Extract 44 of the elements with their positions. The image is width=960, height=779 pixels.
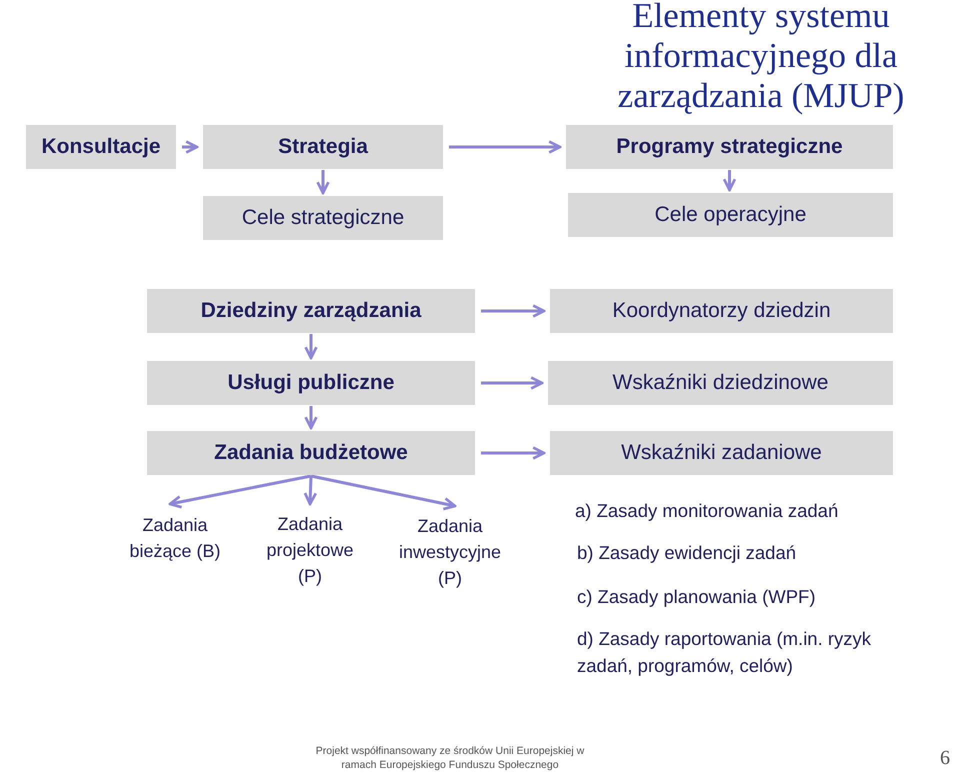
process-box	[568, 193, 893, 237]
title: Elementy systemu informacyjnego dla zarządzania (MJUP)	[616, 0, 906, 116]
page-number: 6	[940, 746, 951, 771]
node-label: Koordynatorzy dziedzin	[612, 299, 831, 323]
node-label: Usługi publiczne	[228, 371, 394, 395]
node-label: Dziedziny zarządzania	[200, 299, 422, 323]
arrow	[481, 446, 546, 460]
process-box	[147, 361, 475, 405]
process-box	[147, 431, 475, 475]
node-label: Zadania budżetowe	[214, 441, 408, 465]
node-label: Zadania inwestycyjne (P)	[398, 514, 502, 590]
process-box	[550, 289, 893, 333]
process-box	[203, 125, 443, 169]
process-box	[566, 125, 893, 169]
node-label: Cele operacyjne	[654, 203, 806, 227]
node-label: Programy strategiczne	[616, 135, 843, 159]
rule-text: b) Zasady ewidencji zadań	[577, 541, 798, 565]
arrow	[310, 474, 456, 510]
node-label: Wskaźniki zadaniowe	[621, 441, 822, 465]
footer-note: Projekt współfinansowany ze środków Unii Europejskiej w ramach Europejskiego Funduszu Społecznego	[314, 744, 586, 772]
rule-text: c) Zasady planowania (WPF)	[577, 585, 817, 609]
node-label: Konsultacje	[41, 135, 161, 159]
arrow	[304, 476, 318, 506]
arrow	[304, 406, 318, 430]
process-box	[147, 289, 475, 333]
rule-text: d) Zasady raportowania (m.in. ryzyk zadań, programów, celów)	[577, 627, 872, 678]
arrow	[304, 334, 318, 360]
process-box	[26, 125, 176, 169]
arrow	[449, 140, 562, 154]
node-label: Wskaźniki dziedzinowe	[612, 371, 828, 395]
arrow	[316, 170, 330, 194]
arrow	[481, 376, 544, 390]
node-label: Zadania bieżące (B)	[128, 514, 222, 563]
arrow	[182, 140, 198, 154]
node-label: Zadania projektowe (P)	[265, 512, 355, 588]
node-label: Strategia	[278, 135, 368, 159]
node-label: Cele strategiczne	[242, 206, 404, 230]
rule-text: a) Zasady monitorowania zadań	[575, 499, 840, 523]
process-box	[203, 196, 443, 240]
arrow	[481, 304, 546, 318]
arrow	[168, 474, 312, 509]
process-box	[550, 431, 893, 475]
arrow	[722, 170, 736, 192]
process-box	[548, 361, 893, 405]
